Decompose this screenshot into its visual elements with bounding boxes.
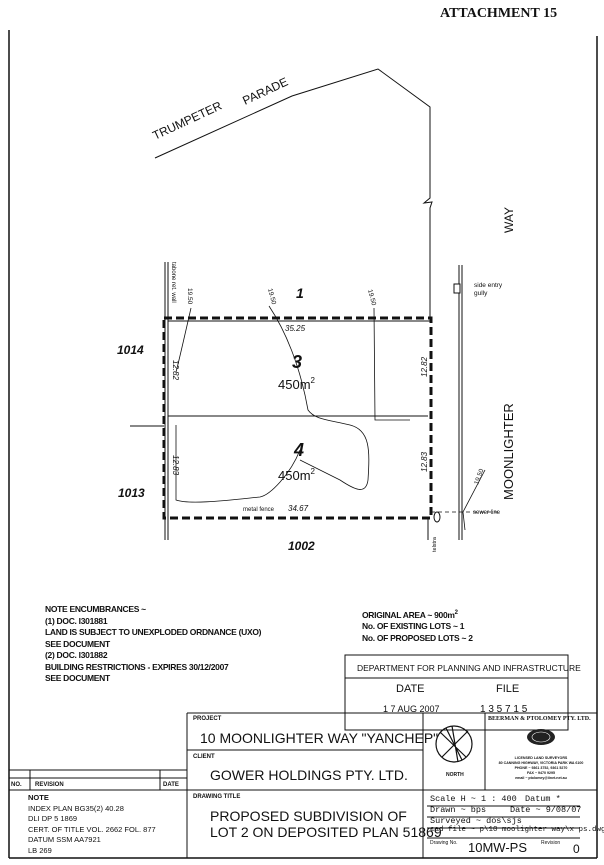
datum-field: Datum * <box>525 794 561 804</box>
contour-lines <box>175 305 486 531</box>
dim-right-lower: 12.83 <box>420 451 429 472</box>
note-line: INDEX PLAN BG35(2) 40.28 <box>28 803 124 813</box>
stamp-date: 1 7 AUG 2007 <box>383 704 440 714</box>
telstra-label: telstra <box>432 536 438 552</box>
metal-fence-label: metal fence <box>243 507 275 513</box>
note-line: DLI DP 5 1869 <box>28 814 78 823</box>
note-line: BUILDING RESTRICTIONS - EXPIRES 30/12/20… <box>45 661 229 672</box>
lot-number-4: 4 <box>293 440 304 460</box>
side-entry-label: side entry <box>474 282 503 289</box>
stamp-file: 1 3 5 7 1 5 <box>480 704 528 715</box>
client-name: GOWER HOLDINGS PTY. LTD. <box>210 767 408 783</box>
drawing-title-label: DRAWING TITLE <box>193 794 241 800</box>
note-line: LAND IS SUBJECT TO UNEXPLODED ORDNANCE (… <box>45 627 262 637</box>
kerb-line <box>453 265 463 540</box>
retaining-wall <box>164 262 169 540</box>
dim-left-upper: 12.82 <box>171 360 180 381</box>
client-label: CLIENT <box>193 754 215 760</box>
note-line: (1) DOC. I301881 <box>45 615 108 626</box>
dim-bottom: 34.67 <box>288 504 309 513</box>
note-line: LB 269 <box>28 845 52 855</box>
drawing-no: 10MW-PS <box>468 840 527 855</box>
north-arrow-icon <box>435 725 473 763</box>
revision-number: 0 <box>573 842 580 856</box>
note-line: CERT. OF TITLE VOL. 2662 FOL. 877 <box>28 824 156 834</box>
contour-label: 19.50 <box>473 468 485 486</box>
road-label-trumpeter: TRUMPETER <box>150 98 224 142</box>
drawing-title-line: PROPOSED SUBDIVISION OF <box>210 808 407 824</box>
sewer-line-label: sewer line <box>473 510 501 516</box>
note-line: No. OF EXISTING LOTS ~ 1 <box>362 621 465 632</box>
note-line: No. OF PROPOSED LOTS ~ 2 <box>362 632 473 643</box>
title-block-frame <box>9 712 597 858</box>
lot-number-1013: 1013 <box>118 486 145 500</box>
stamp-file-label: FILE <box>496 683 519 695</box>
company-line: email ~ ptolomey@iinet.net.au <box>515 776 567 780</box>
company-details: LICENSED LAND SURVEYORS 80 CANNING HIGHW… <box>487 756 595 781</box>
company-line: LICENSED LAND SURVEYORS <box>514 756 568 760</box>
road-label-way: WAY <box>502 207 516 233</box>
drawn-field: Drawn ~ bps <box>430 805 487 815</box>
lot-3-area: 450m2 <box>278 376 316 392</box>
project-label: PROJECT <box>193 716 222 722</box>
drawing-no-label: Drawing No. <box>430 840 458 846</box>
contour-label: 19.50 <box>266 288 277 306</box>
surveyed-field: Surveyed ~ dos\sjs <box>430 816 522 826</box>
road-label-parade: PARADE <box>240 75 290 108</box>
north-label: NORTH <box>446 772 464 778</box>
note-line: NOTE ENCUMBRANCES ~ <box>45 604 146 614</box>
road-boundary <box>154 68 433 319</box>
note-line: SEE DOCUMENT <box>45 673 110 683</box>
lot-number-1: 1 <box>296 285 304 301</box>
drawing-title-line: LOT 2 ON DEPOSITED PLAN 51869 <box>210 824 442 840</box>
lot-number-1014: 1014 <box>117 343 144 357</box>
stamp-date-label: DATE <box>396 683 425 695</box>
date-field: Date ~ 9/08/07 <box>510 805 582 815</box>
company-line: PHONE ~ 9361 3752, 9361 5270 <box>514 766 568 770</box>
lot-number-1002: 1002 <box>288 539 315 553</box>
note-line: SEE DOCUMENT <box>45 638 110 649</box>
lot-4-area: 450m2 <box>278 467 316 483</box>
stamp-dept: DEPARTMENT FOR PLANNING AND INFRASTRUCTU… <box>357 663 581 673</box>
dim-right-upper: 12.82 <box>420 356 429 377</box>
scale-field: Scale H ~ 1 : 400 <box>430 794 517 804</box>
revision-header: REVISION <box>35 782 64 788</box>
revision-no-header: NO. <box>11 782 22 788</box>
note-line: (2) DOC. I301882 <box>45 650 108 660</box>
lot-number-3: 3 <box>292 352 302 372</box>
lot-boundary <box>162 316 433 520</box>
dim-left-lower: 12.83 <box>171 455 180 476</box>
company-line: 80 CANNING HIGHWAY, VICTORIA PARK WA 610… <box>498 761 584 765</box>
area-notes: ORIGINAL AREA ~ 900m2 No. OF EXISTING LO… <box>362 608 473 644</box>
revision-date-header: DATE <box>163 782 179 788</box>
attachment-label: ATTACHMENT 15 <box>440 6 558 21</box>
drawing-title: PROPOSED SUBDIVISION OF LOT 2 ON DEPOSIT… <box>210 808 442 840</box>
cad-file-field: cad file ~ p\10 moolighter way\x ps.dwg <box>430 826 604 834</box>
contour-label: 19.50 <box>366 289 377 307</box>
gully-label: gully <box>474 290 488 297</box>
page-frame <box>8 30 598 859</box>
company-line: FAX ~ 9470 9295 <box>526 771 556 775</box>
note-line: DATUM SSM AA7921 <box>28 835 101 844</box>
note-line: NOTE <box>28 793 49 802</box>
road-label-moonlighter: MOONLIGHTER <box>501 403 516 500</box>
retaining-wall-label: tabone ret. wall <box>170 262 176 303</box>
note-block: NOTE INDEX PLAN BG35(2) 40.28 DLI DP 5 1… <box>28 793 156 856</box>
dim-top: 35.25 <box>285 324 306 333</box>
encumbrance-notes: NOTE ENCUMBRANCES ~ (1) DOC. I301881 LAN… <box>45 604 261 685</box>
revision-label: Revision <box>541 840 561 846</box>
dpi-stamp <box>344 654 569 731</box>
note-line: ORIGINAL AREA ~ 900m2 <box>362 609 458 620</box>
company-logo-icon <box>527 729 555 745</box>
project-name: 10 MOONLIGHTER WAY "YANCHEP" <box>200 730 439 746</box>
company-name: BEERMAN & PTOLOMEY PTY. LTD. <box>488 716 591 722</box>
contour-label: 19.50 <box>186 288 193 305</box>
